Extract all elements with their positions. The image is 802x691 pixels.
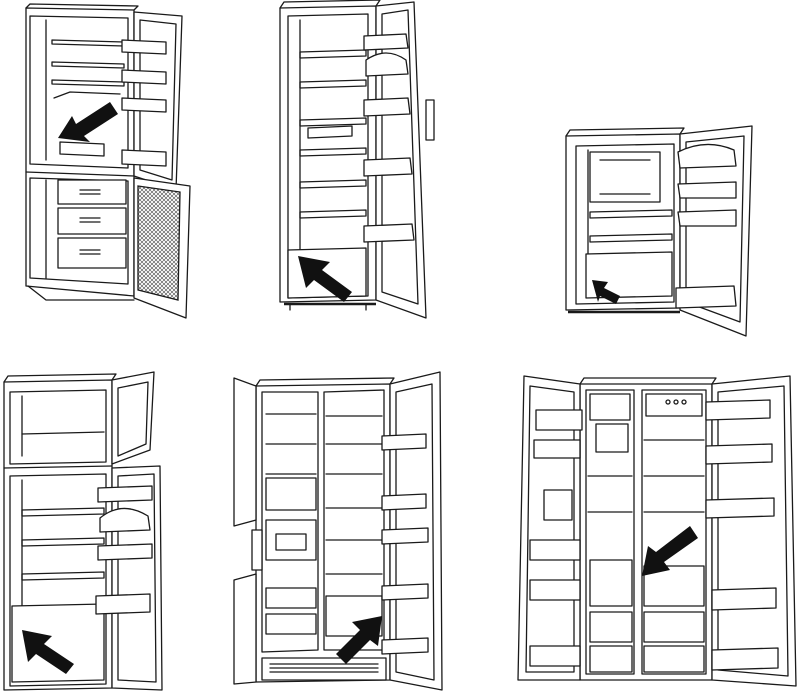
fridge-shelves xyxy=(643,439,705,673)
fridge-door xyxy=(363,1,435,319)
freezer-compartments xyxy=(265,413,317,635)
fridge-door xyxy=(705,375,797,687)
arrow-icon xyxy=(336,616,382,664)
panel-side-by-side-fridge xyxy=(233,371,443,691)
freezer-door xyxy=(133,177,191,319)
arrow-icon xyxy=(22,630,74,674)
fridge-door xyxy=(675,125,753,337)
arrow-icon xyxy=(298,256,352,302)
freezer-compartments xyxy=(587,423,633,673)
arrow-icon xyxy=(642,526,698,576)
arrow-icon xyxy=(58,102,118,142)
panel-tall-larder-fridge xyxy=(279,0,435,319)
panel-american-side-by-side-fridge xyxy=(517,375,797,687)
freezer-door xyxy=(111,371,155,465)
fridge-shelves xyxy=(11,507,105,683)
fridge-door xyxy=(381,371,443,691)
freezer-drawers xyxy=(57,179,127,269)
fridge-door xyxy=(121,11,183,191)
fridge-door xyxy=(95,465,163,691)
freezer-door xyxy=(233,377,263,685)
panel-fridge-freezer-bottom-drawers xyxy=(25,3,191,319)
fridge-shelves xyxy=(585,209,673,299)
freezer-door xyxy=(517,375,583,681)
arrow-icon xyxy=(592,280,620,304)
panel-top-freezer-fridge xyxy=(3,371,163,691)
panel-undercounter-fridge-with-icebox xyxy=(565,125,753,337)
